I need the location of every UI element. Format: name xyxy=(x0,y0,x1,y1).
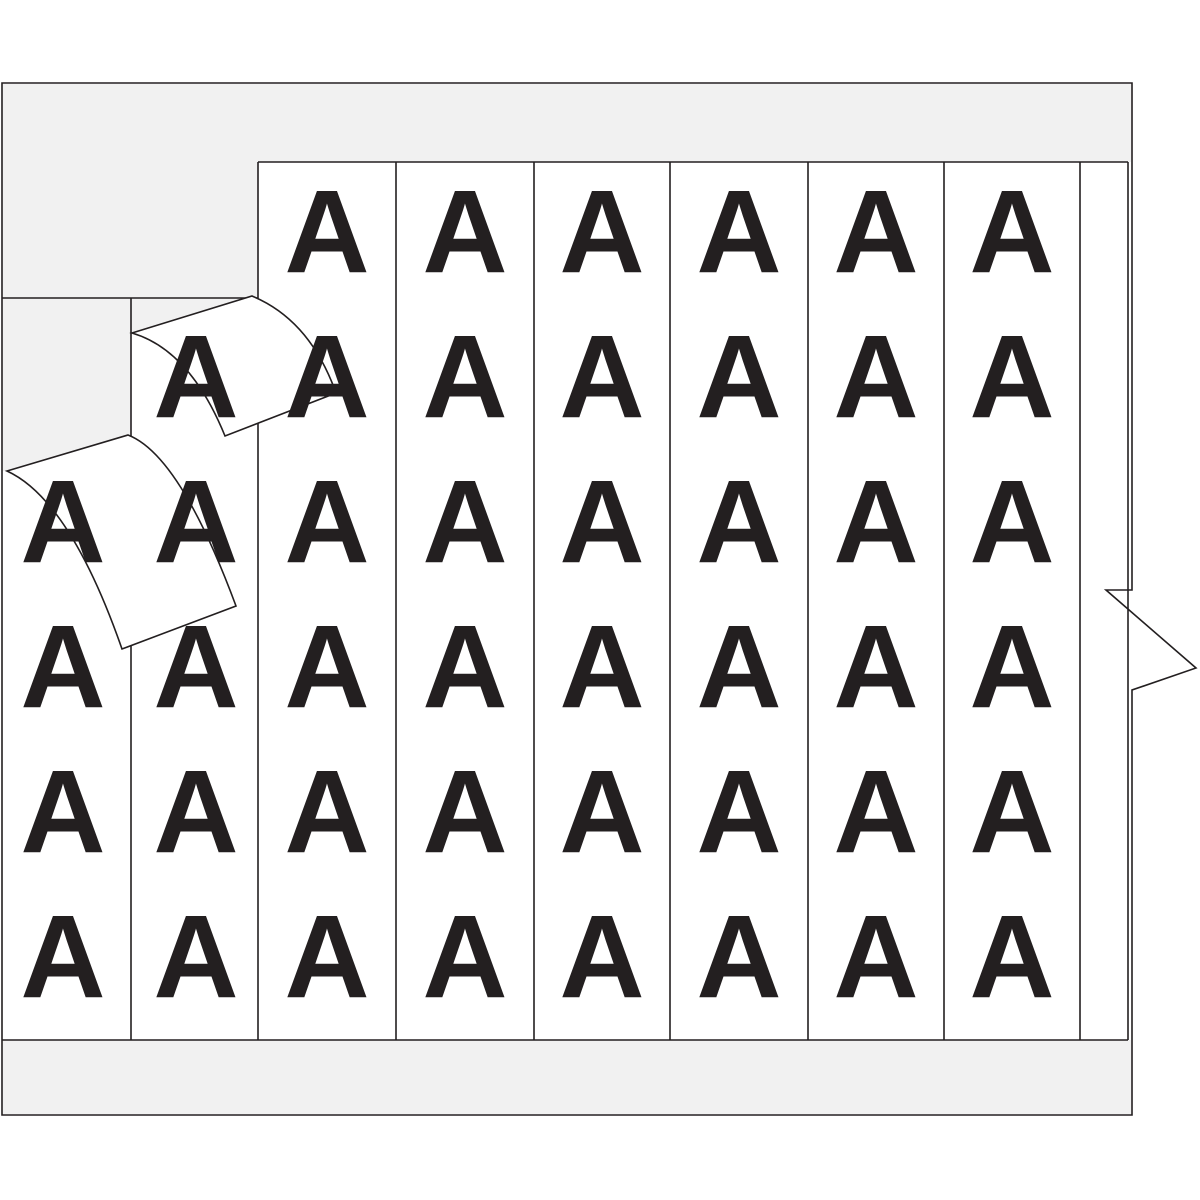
label-letter[interactable]: A xyxy=(696,311,781,443)
label-letter[interactable]: A xyxy=(833,456,918,588)
bottom-liner-strip xyxy=(3,1040,1131,1114)
label-letter[interactable]: A xyxy=(833,891,918,1023)
label-letter[interactable]: A xyxy=(833,601,918,733)
label-letter[interactable]: A xyxy=(284,601,369,733)
label-letter[interactable]: A xyxy=(833,311,918,443)
peeling-label[interactable] xyxy=(4,434,238,651)
label-letter[interactable]: A xyxy=(284,311,369,443)
label-letter[interactable]: A xyxy=(422,601,507,733)
label-letter[interactable]: A xyxy=(20,746,105,878)
label-letter[interactable]: A xyxy=(969,311,1054,443)
label-letter[interactable]: A xyxy=(696,166,781,298)
label-letter[interactable]: A xyxy=(969,746,1054,878)
top-liner-strip xyxy=(3,84,1131,162)
peeling-label[interactable] xyxy=(129,295,338,438)
label-letter[interactable]: A xyxy=(696,456,781,588)
label-letter[interactable]: A xyxy=(696,746,781,878)
label-letter[interactable]: A xyxy=(969,456,1054,588)
label-letter[interactable]: A xyxy=(20,891,105,1023)
label-letter[interactable]: A xyxy=(559,311,644,443)
removed-labels-area xyxy=(3,162,258,298)
label-letters: AAAAAAAAAAAAAAAAAAAAAAAAAAAAAAAAAAAAAAAA… xyxy=(20,166,1054,1023)
label-letter[interactable]: A xyxy=(153,311,238,443)
label-letter[interactable]: A xyxy=(422,891,507,1023)
label-letter[interactable]: A xyxy=(422,166,507,298)
label-letter[interactable]: A xyxy=(559,891,644,1023)
label-letter[interactable]: A xyxy=(696,601,781,733)
label-letter[interactable]: A xyxy=(284,746,369,878)
label-letter[interactable]: A xyxy=(153,746,238,878)
label-letter[interactable]: A xyxy=(284,891,369,1023)
label-letter[interactable]: A xyxy=(833,746,918,878)
label-letter[interactable]: A xyxy=(969,891,1054,1023)
label-letter[interactable]: A xyxy=(153,601,238,733)
label-letter[interactable]: A xyxy=(559,746,644,878)
label-letter[interactable]: A xyxy=(696,891,781,1023)
label-letter[interactable]: A xyxy=(153,456,238,588)
label-letter[interactable]: A xyxy=(833,166,918,298)
label-letter[interactable]: A xyxy=(284,166,369,298)
label-letter[interactable]: A xyxy=(969,166,1054,298)
label-letter[interactable]: A xyxy=(20,601,105,733)
label-letter[interactable]: A xyxy=(422,746,507,878)
label-letter[interactable]: A xyxy=(559,166,644,298)
label-letter[interactable]: A xyxy=(422,456,507,588)
label-letter[interactable]: A xyxy=(559,601,644,733)
label-letter[interactable]: A xyxy=(20,456,105,588)
label-letter[interactable]: A xyxy=(969,601,1054,733)
label-letter[interactable]: A xyxy=(153,891,238,1023)
label-letter[interactable]: A xyxy=(422,311,507,443)
label-letter[interactable]: A xyxy=(284,456,369,588)
label-letter[interactable]: A xyxy=(559,456,644,588)
